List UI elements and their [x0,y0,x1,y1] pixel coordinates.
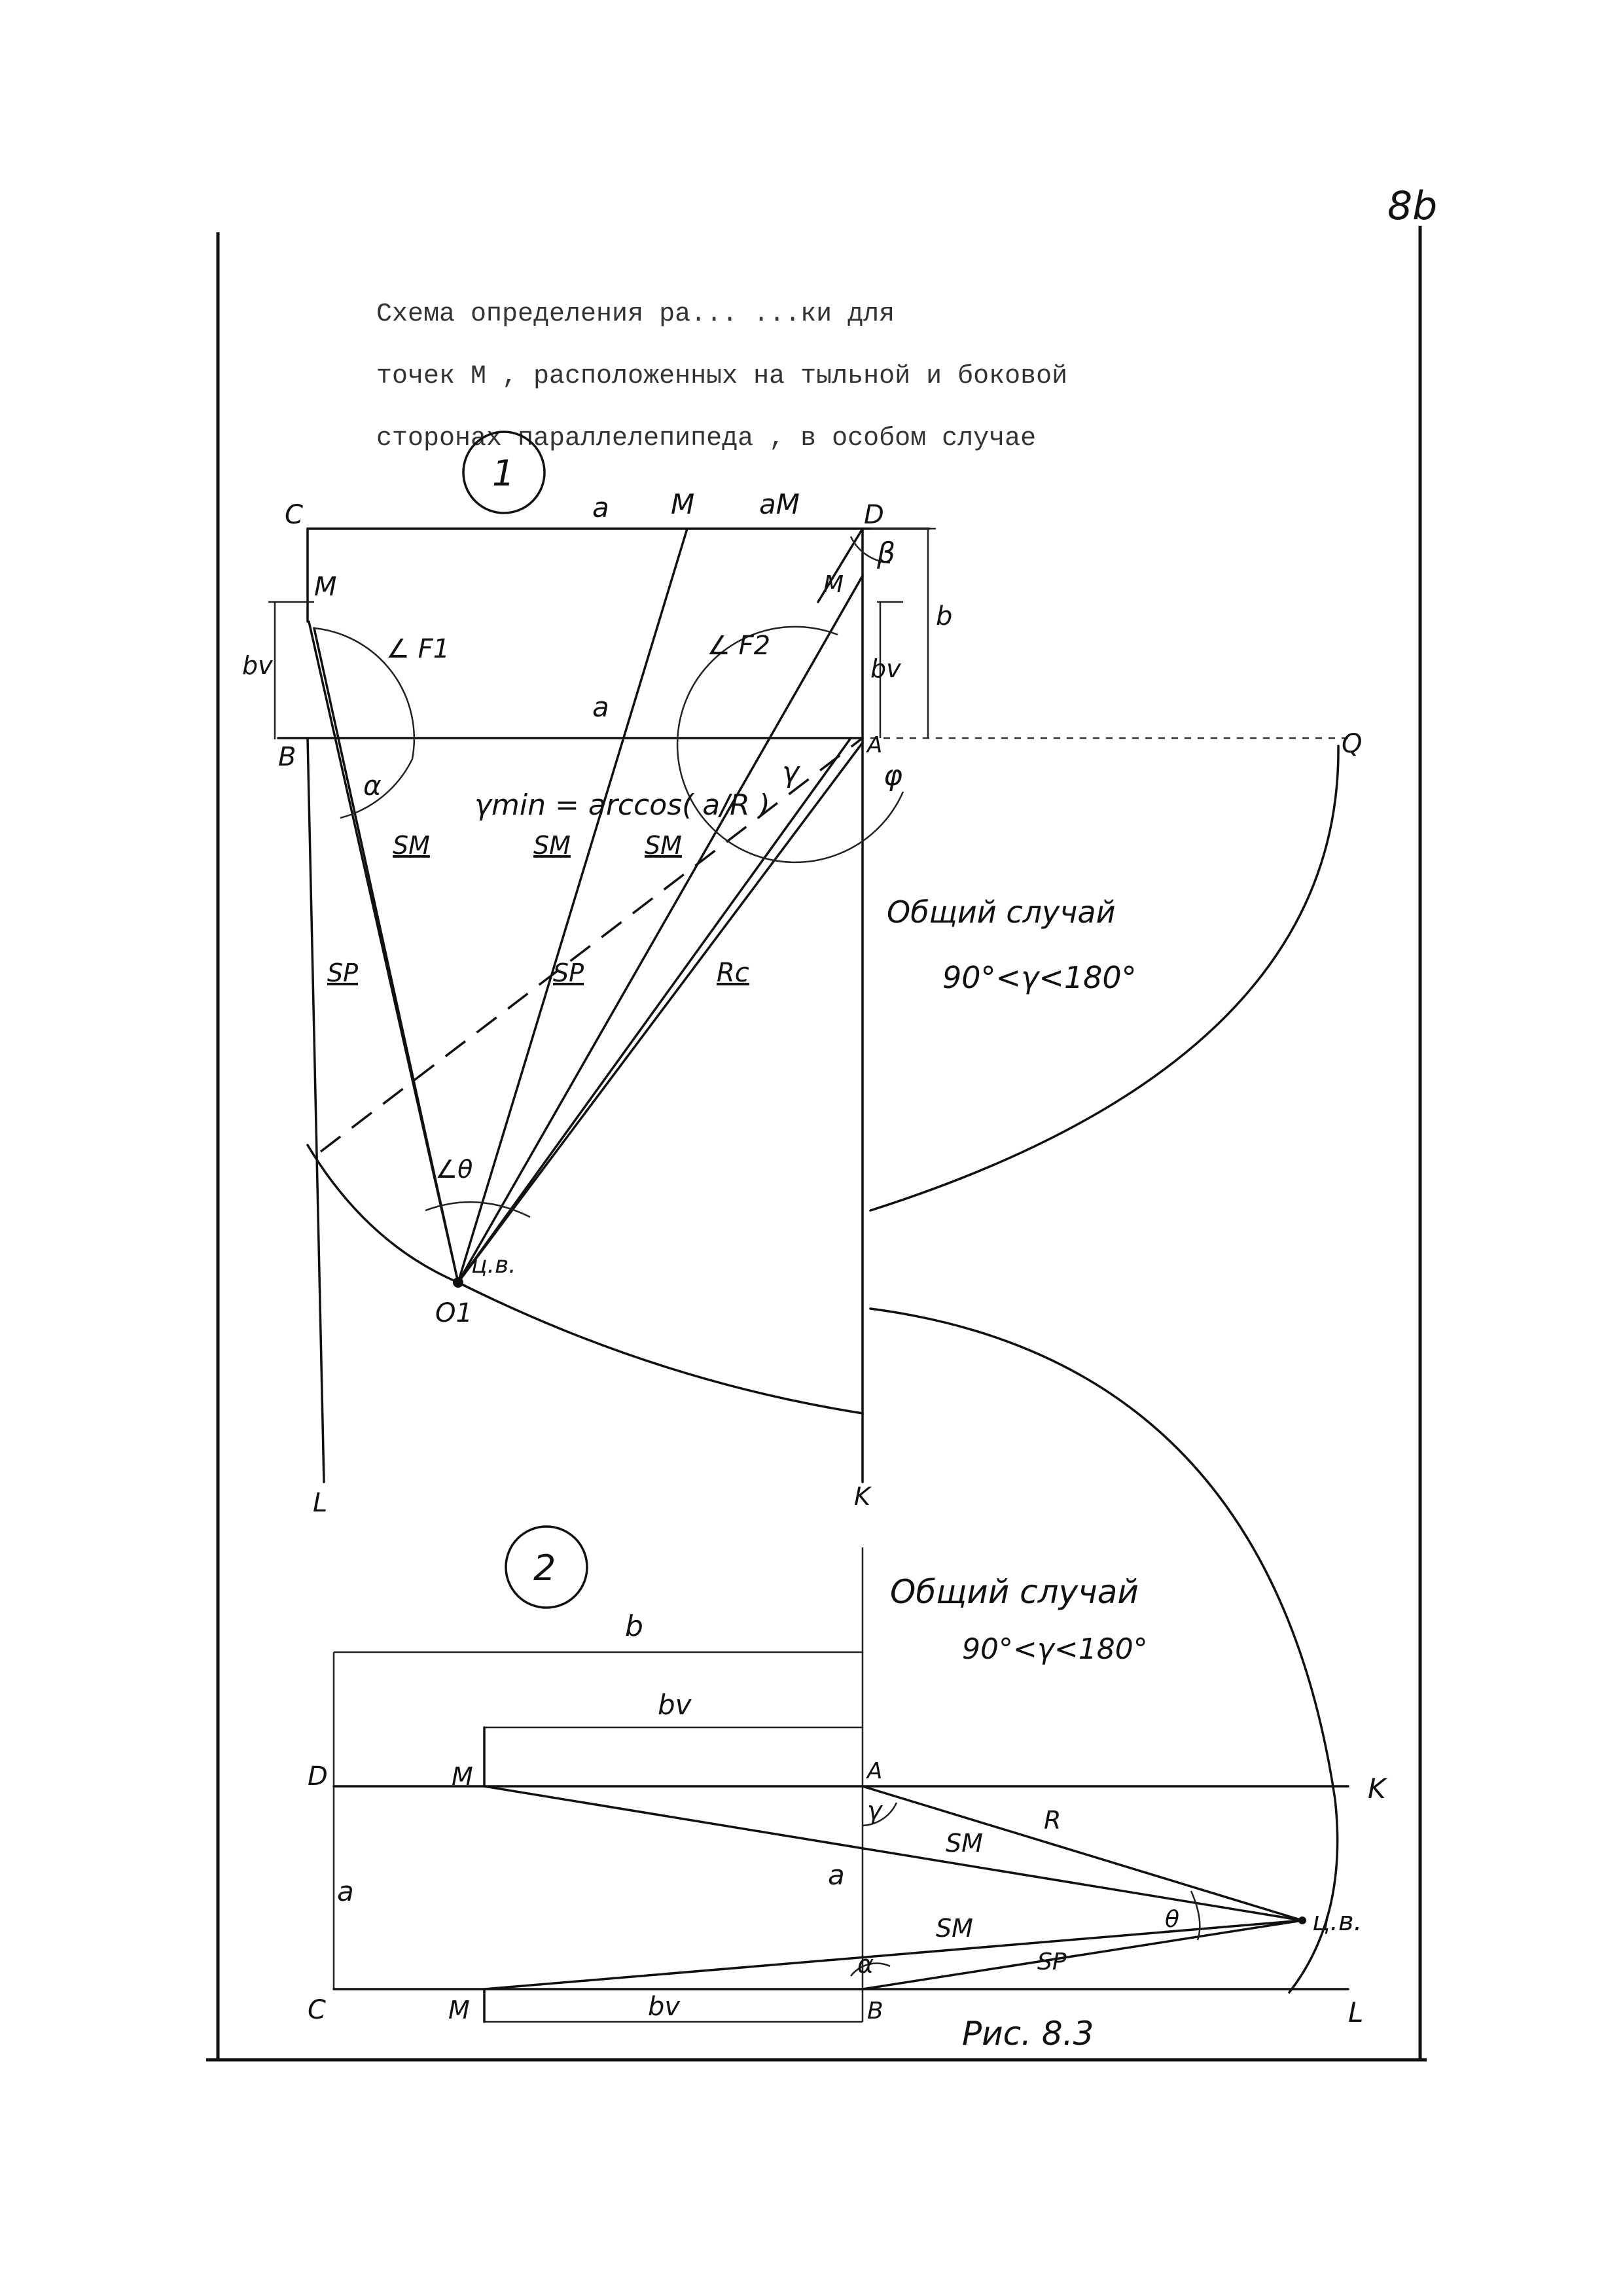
label-a-top: a [592,491,609,523]
label-L: L [313,1488,327,1518]
label-Q: Q [1342,729,1362,759]
label-aM: aM [759,488,800,520]
caption-line-1: Схема определения ра... ...ки для [376,300,895,329]
line-B-L [306,737,325,1483]
ray-O1-A [457,737,852,1284]
label-B: B [278,742,296,772]
label-theta-2: θ [1165,1906,1179,1933]
label-SM-bottom-2: SM [936,1914,973,1943]
figure-caption: Рис. 8.3 [962,2015,1094,2053]
label-b-2: b [625,1610,643,1643]
label-beta: β [876,537,895,570]
label-K: K [854,1482,872,1511]
figure-1-number: 1 [492,453,514,494]
note-general-case-1: Общий случай [887,894,1116,930]
arc-large [869,1307,1339,1994]
label-C-2: C [308,1995,326,2025]
label-A: A [866,732,882,758]
label-M-right: M [823,571,844,598]
arc-beta [849,536,891,564]
label-A-2: A [866,1758,882,1784]
label-O1: O1 [435,1298,473,1328]
label-D: D [864,500,884,530]
label-SP-2: SP [553,959,584,987]
label-SM-2: SM [533,831,571,860]
label-M-bottom-2: M [448,1996,470,2024]
point-cv-2 [1298,1916,1306,1924]
line-SM-bottom [483,1919,1304,1990]
label-gamma: γ [782,756,800,789]
dashed-line [319,737,864,1153]
caption-line-3: сторонах параллелепипеда , в особом случ… [376,424,1036,453]
condition-2: 90°<γ<180° [962,1633,1148,1666]
arc-gamma-2 [862,1802,898,1827]
point-O1 [453,1277,463,1288]
note-general-case-2: Общий случай [890,1573,1139,1611]
label-cv-2: ц.в. [1312,1907,1362,1937]
label-gamma-min: γmin = arccos( a/R ) [474,788,770,822]
label-K-2: K [1368,1773,1388,1805]
figure-2-number-circle [505,1525,588,1609]
label-L-2: L [1348,1996,1363,2028]
label-alpha: α [363,769,382,802]
label-M-left: M [314,572,337,602]
label-alpha-2: α [857,1950,874,1979]
label-a-mid-2: a [828,1859,845,1891]
label-SM-3: SM [645,831,682,860]
caption: Схема определения ра... ...ки для точек … [376,300,1067,453]
ray-O1-Mright [457,574,864,1284]
label-C: C [285,500,303,530]
label-a-mid: a [592,691,609,723]
label-Rc: Rc [717,958,749,988]
label-phi: φ [883,759,902,792]
label-b: b [936,601,952,631]
label-bv-bottom: bv [648,1992,681,2022]
label-SP-2: SP [1037,1949,1067,1975]
label-SP-1: SP [327,959,358,987]
arc-alpha-2 [850,1962,891,1977]
arc-theta-2 [1190,1890,1201,1941]
label-F1: ∠ F1 [386,634,450,664]
label-R-2: R [1044,1806,1061,1835]
page-frame [206,226,1427,2062]
line-R [861,1785,1304,1922]
label-D-2: D [308,1761,328,1792]
figure-2: 2 Общий случай 90°<γ<180° b bv D M A K C… [308,1525,1388,2053]
caption-line-2: точек M , расположенных на тыльной и бок… [376,362,1067,391]
figure-2-number: 2 [533,1547,556,1589]
label-SM-top-2: SM [946,1829,983,1858]
label-bv-top: bv [658,1689,692,1721]
arc-O1 [306,1144,864,1415]
condition-1: 90°<γ<180° [942,960,1137,995]
figure-1: 1 C D a M [242,431,1362,1994]
label-SM-1: SM [393,831,430,860]
label-a-left-2: a [337,1875,354,1907]
label-M-top-2: M [452,1762,473,1791]
figure-1-number-circle [462,431,546,514]
label-F2: ∠ F2 [707,631,770,661]
label-bv-left: bv [242,651,273,680]
arc-F1 [313,627,416,819]
label-bv-right: bv [870,654,901,683]
label-gamma-2: γ [867,1796,883,1825]
arc-F2 [676,626,904,864]
arc-Q [869,745,1340,1212]
label-theta: ∠θ [435,1155,473,1184]
label-B-2: B [867,1998,883,2024]
ray-O1-M [457,527,688,1284]
label-cv-1: ц.в. [471,1252,516,1279]
page-number: 8b [1387,183,1437,229]
line-SP [861,1919,1304,1990]
arc-theta [425,1201,531,1218]
line-SM-top [483,1785,1304,1922]
label-M-top: M [671,488,694,520]
